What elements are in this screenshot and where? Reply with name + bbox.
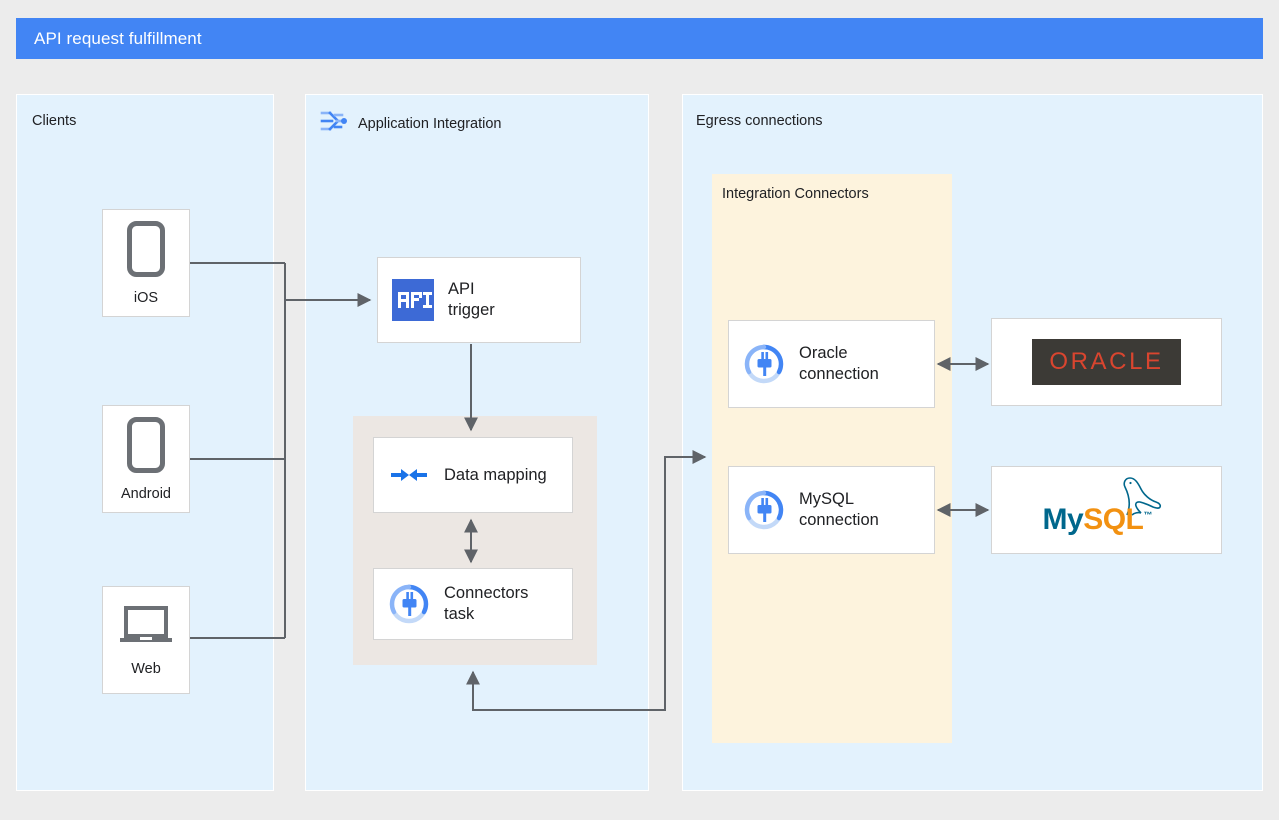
mysql-wordmark: MySQL™ bbox=[1042, 503, 1153, 537]
node-label-data-mapping: Data mapping bbox=[444, 465, 547, 484]
connector-plug-icon bbox=[743, 489, 785, 531]
panel-label-application-integration: Application Integration bbox=[358, 115, 502, 132]
connector-plug-icon bbox=[743, 343, 785, 385]
node-label-web: Web bbox=[131, 660, 161, 677]
mysql-logo: MySQL™ bbox=[1042, 477, 1171, 541]
panel-header-application-integration: Application Integration bbox=[318, 107, 502, 140]
oracle-wordmark: ORACLE bbox=[1049, 348, 1164, 375]
oracle-logo: ORACLE bbox=[1032, 339, 1181, 385]
mysql-wordmark-sql: SQL bbox=[1083, 503, 1144, 536]
node-api-trigger[interactable]: API trigger bbox=[377, 257, 581, 343]
node-oracle-connection[interactable]: Oracle connection bbox=[728, 320, 935, 408]
page-title: API request fulfillment bbox=[34, 28, 202, 48]
api-icon bbox=[392, 279, 434, 321]
application-integration-icon bbox=[318, 107, 348, 140]
node-label-oracle-connection: Oracle connection bbox=[799, 344, 879, 383]
mysql-trademark-symbol: ™ bbox=[1143, 510, 1152, 520]
panel-integration-connectors bbox=[712, 174, 952, 743]
data-mapping-icon bbox=[388, 454, 430, 496]
node-client-android[interactable]: Android bbox=[102, 405, 190, 513]
node-label-ios: iOS bbox=[133, 289, 159, 306]
connector-plug-icon bbox=[388, 583, 430, 625]
phone-icon bbox=[127, 220, 165, 282]
dolphin-icon bbox=[1111, 475, 1167, 522]
node-mysql-connection[interactable]: MySQL connection bbox=[728, 466, 935, 554]
panel-label-integration-connectors: Integration Connectors bbox=[722, 186, 869, 202]
panel-label-clients: Clients bbox=[32, 113, 77, 129]
node-client-ios[interactable]: iOS bbox=[102, 209, 190, 317]
panel-label-egress-connections: Egress connections bbox=[696, 113, 823, 129]
node-label-mysql-connection: MySQL connection bbox=[799, 490, 879, 529]
node-oracle-system[interactable]: ORACLE bbox=[991, 318, 1222, 406]
node-label-connectors-task: Connectors task bbox=[444, 584, 529, 623]
node-mysql-system[interactable]: MySQL™ bbox=[991, 466, 1222, 554]
node-label-api-trigger: API trigger bbox=[448, 280, 495, 319]
diagram-title-bar: API request fulfillment bbox=[16, 18, 1263, 59]
node-connectors-task[interactable]: Connectors task bbox=[373, 568, 573, 640]
node-client-web[interactable]: Web bbox=[102, 586, 190, 694]
node-label-android: Android bbox=[121, 485, 171, 502]
laptop-icon bbox=[119, 604, 173, 653]
phone-icon bbox=[127, 416, 165, 478]
node-data-mapping[interactable]: Data mapping bbox=[373, 437, 573, 513]
mysql-wordmark-my: My bbox=[1042, 503, 1084, 536]
